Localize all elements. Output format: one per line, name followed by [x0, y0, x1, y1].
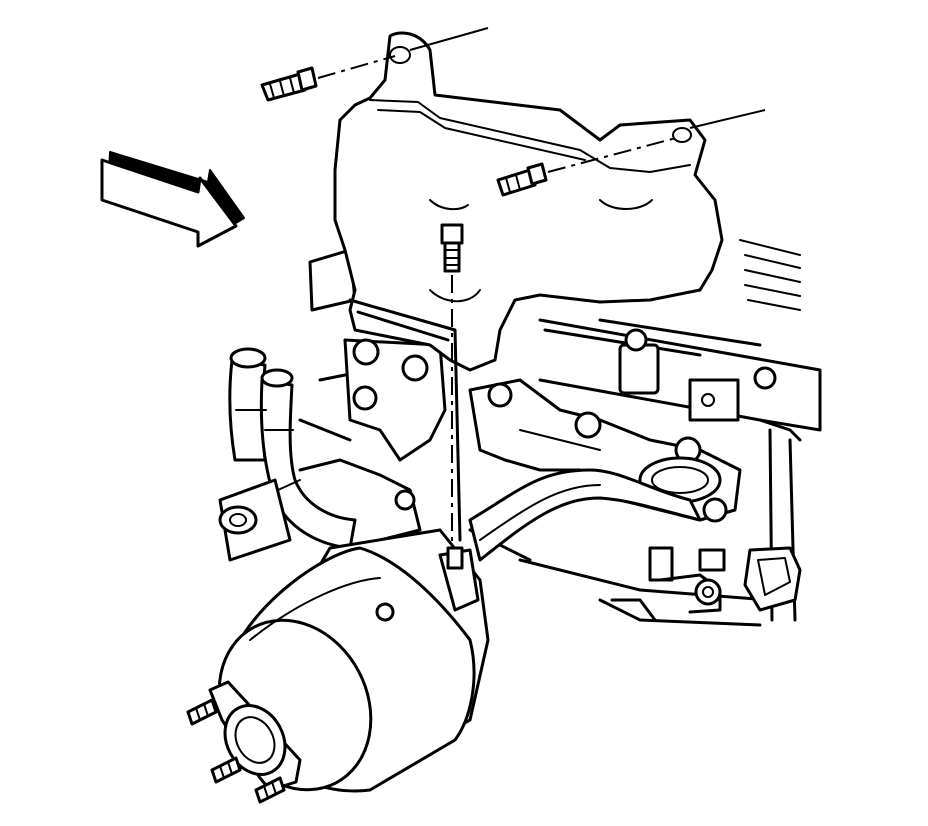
shield-stud-center [440, 223, 464, 273]
callout-leaders [317, 27, 766, 548]
coolant-hoses [218, 347, 422, 562]
direction-arrow [100, 151, 245, 248]
catalytic-converter [217, 528, 490, 793]
shield-stud-right [496, 162, 548, 197]
converter-flange-studs [186, 680, 302, 804]
exhaust-manifold [343, 338, 742, 523]
engine-block [308, 239, 822, 627]
heat-shield [333, 31, 724, 542]
shield-stud-left [260, 66, 318, 102]
egr-tube [468, 468, 702, 562]
